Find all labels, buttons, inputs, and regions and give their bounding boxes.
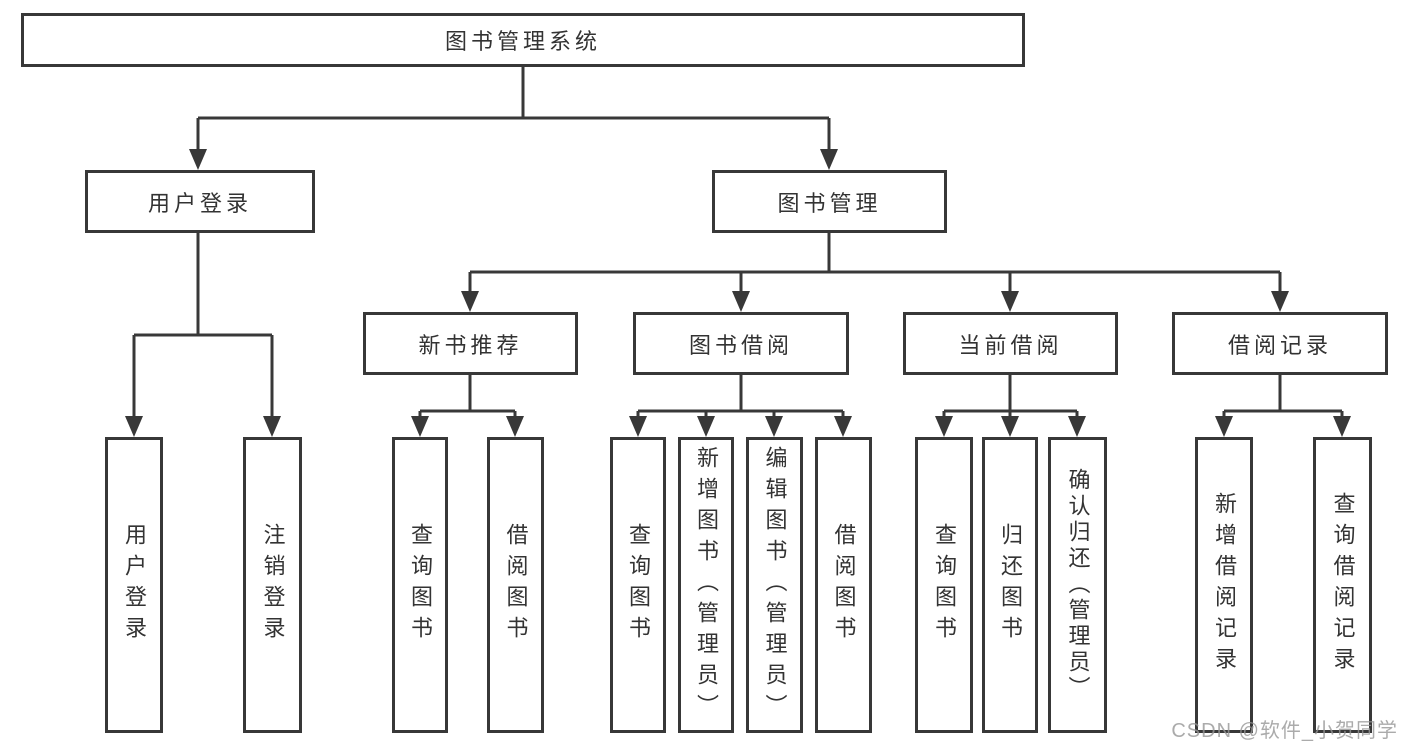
leaf-label: 查询图书: [626, 523, 651, 647]
node-current-borrowing: 当前借阅: [903, 312, 1118, 375]
leaf-borrow-books-recommend: 借阅图书: [487, 437, 544, 733]
node-book-borrowing: 图书借阅: [633, 312, 849, 375]
leaf-label: 确认归还（管理员）: [1065, 468, 1091, 702]
leaf-return-book: 归还图书: [982, 437, 1038, 733]
leaf-label: 借阅图书: [503, 523, 529, 647]
leaf-add-book-admin: 新增图书（管理员）: [678, 437, 734, 733]
node-label: 用户登录: [147, 190, 252, 216]
leaf-label: 编辑图书（管理员）: [762, 445, 788, 725]
node-new-book-recommendation: 新书推荐: [363, 312, 578, 375]
leaf-confirm-return-admin: 确认归还（管理员）: [1048, 437, 1107, 733]
leaf-user-login: 用户登录: [105, 437, 163, 733]
node-label: 图书管理系统: [444, 29, 601, 54]
node-label: 图书借阅: [688, 332, 793, 358]
leaf-query-borrow-record: 查询借阅记录: [1313, 437, 1372, 733]
node-user-login: 用户登录: [85, 170, 315, 233]
leaf-label: 注销登录: [260, 523, 286, 647]
node-label: 借阅记录: [1227, 332, 1332, 358]
leaf-label: 查询图书: [408, 523, 433, 647]
arrowheads: [125, 149, 1351, 437]
leaf-query-books-current: 查询图书: [915, 437, 973, 733]
leaf-query-books-borrow: 查询图书: [610, 437, 666, 733]
leaf-query-books-recommend: 查询图书: [392, 437, 448, 733]
node-library-management-system: 图书管理系统: [21, 13, 1025, 67]
leaf-add-borrow-record: 新增借阅记录: [1195, 437, 1253, 733]
leaf-label: 借阅图书: [831, 523, 857, 647]
node-book-management: 图书管理: [712, 170, 947, 233]
node-borrowing-records: 借阅记录: [1172, 312, 1388, 375]
leaf-label: 新增借阅记录: [1212, 492, 1237, 678]
leaf-label: 查询图书: [932, 523, 957, 647]
leaf-label: 用户登录: [122, 523, 147, 647]
node-label: 图书管理: [777, 190, 882, 216]
csdn-watermark: CSDN @软件_小贺同学: [1171, 720, 1398, 742]
node-label: 新书推荐: [418, 332, 523, 358]
leaf-label: 查询借阅记录: [1330, 492, 1356, 678]
leaf-label: 新增图书（管理员）: [694, 445, 719, 725]
leaf-logout: 注销登录: [243, 437, 302, 733]
node-label: 当前借阅: [958, 332, 1063, 358]
leaf-label: 归还图书: [998, 523, 1023, 647]
leaf-borrow-books: 借阅图书: [815, 437, 872, 733]
leaf-edit-book-admin: 编辑图书（管理员）: [746, 437, 803, 733]
